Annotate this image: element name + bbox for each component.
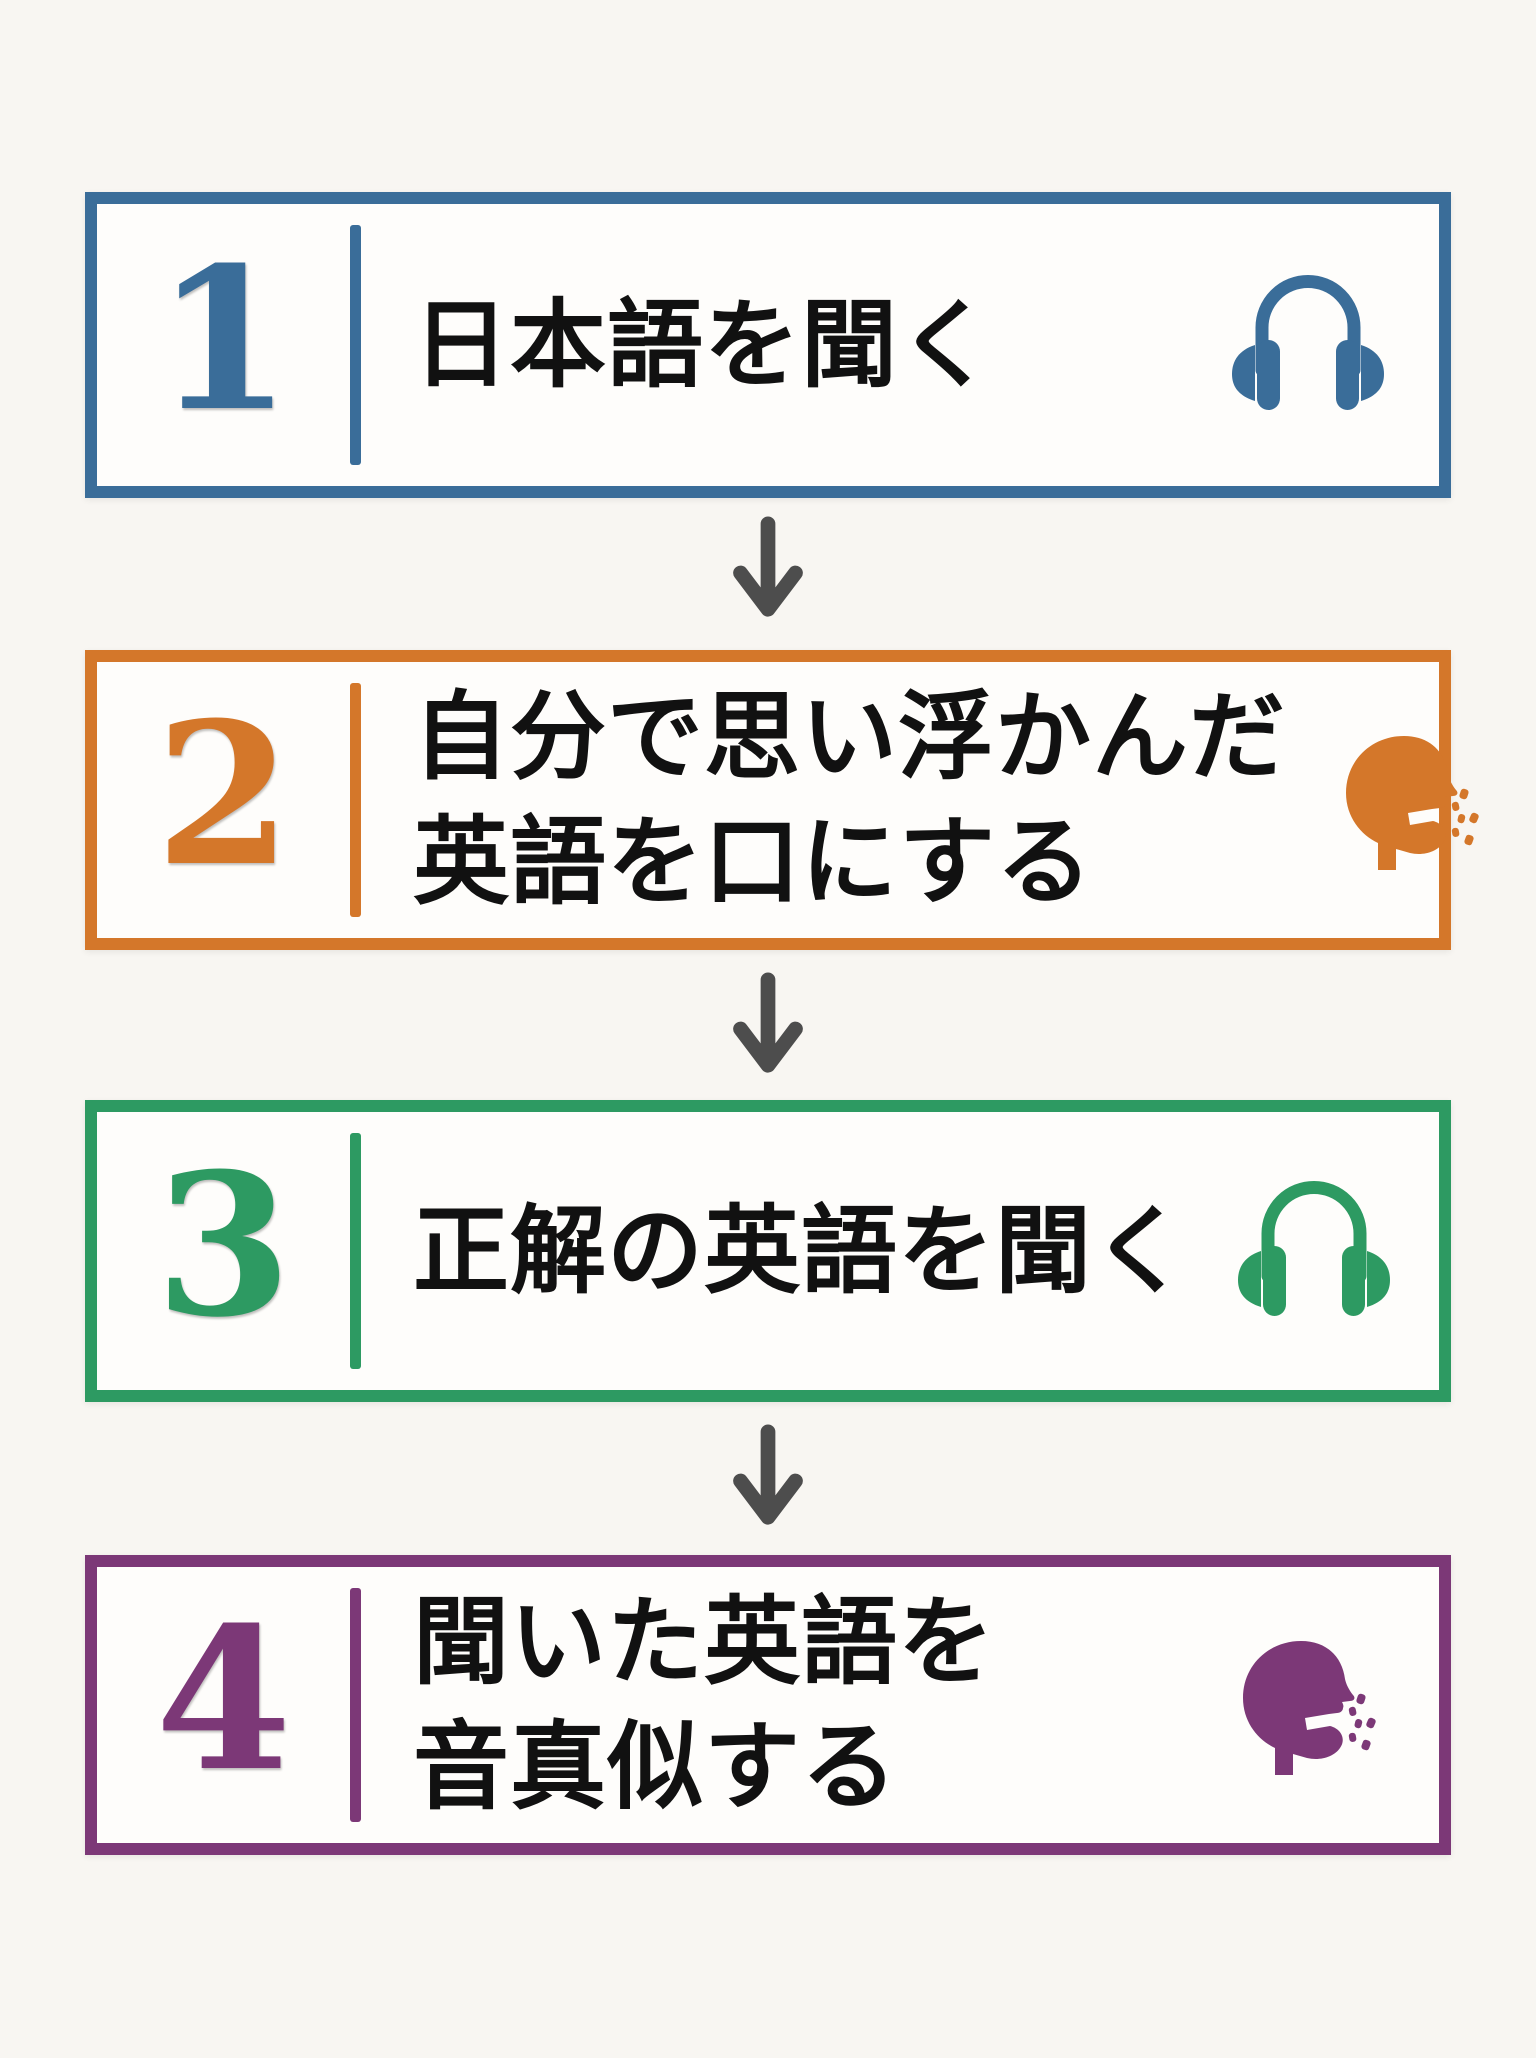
step-text-line: 日本語を聞く xyxy=(413,288,995,401)
down-arrow-icon xyxy=(728,1424,808,1536)
step-divider xyxy=(350,1132,361,1370)
step-4-box: 4 聞いた英語を 音真似する xyxy=(85,1555,1451,1855)
speaking-head-icon xyxy=(1183,1635,1433,1775)
speaking-head-icon xyxy=(1286,730,1536,870)
down-arrow-icon xyxy=(728,516,808,628)
down-arrow-icon xyxy=(728,972,808,1084)
step-text: 正解の英語を聞く xyxy=(361,1189,1189,1314)
headphones-icon xyxy=(1189,1181,1439,1321)
step-divider xyxy=(350,1587,361,1823)
step-divider xyxy=(350,682,361,918)
headphones-icon xyxy=(1183,275,1433,415)
step-text: 日本語を聞く xyxy=(361,283,1183,408)
step-text: 聞いた英語を 音真似する xyxy=(361,1580,1183,1830)
step-number: 1 xyxy=(155,225,292,455)
step-text-line: 自分で思い浮かんだ xyxy=(413,681,1286,794)
step-number: 3 xyxy=(155,1131,292,1361)
step-number: 4 xyxy=(155,1585,292,1815)
step-text-line: 音真似する xyxy=(413,1711,898,1823)
step-3-box: 3 正解の英語を聞く xyxy=(85,1100,1451,1402)
step-text-line: 正解の英語を聞く xyxy=(413,1194,1189,1307)
step-text: 自分で思い浮かんだ 英語を口にする xyxy=(361,675,1286,925)
step-1-box: 1 日本語を聞く xyxy=(85,192,1451,498)
step-text-line: 聞いた英語を xyxy=(413,1586,995,1699)
step-text-line: 英語を口にする xyxy=(413,806,1093,918)
step-2-box: 2 自分で思い浮かんだ 英語を口にする xyxy=(85,650,1479,950)
step-divider xyxy=(350,225,361,465)
step-number: 2 xyxy=(155,680,292,910)
